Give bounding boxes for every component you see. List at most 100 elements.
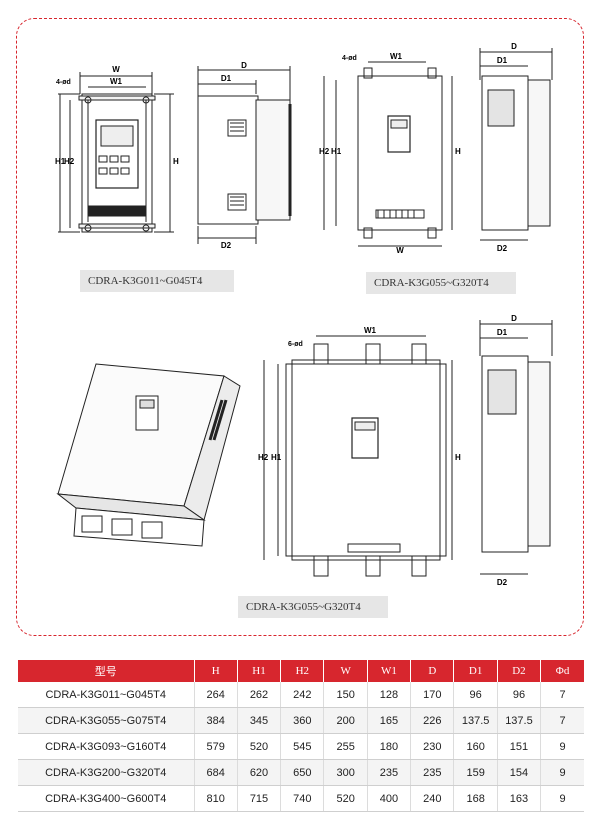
cell: 810: [194, 785, 238, 812]
cell: 345: [237, 707, 282, 734]
table-row: CDRA-K3G011~G045T4 264 262 242 150 128 1…: [18, 682, 584, 708]
cell: 230: [410, 733, 455, 760]
dim-d-label: D: [511, 42, 517, 51]
hole-label: 4-ød: [56, 79, 71, 86]
header-d: D: [410, 660, 455, 682]
hole-label: 6-ød: [288, 341, 303, 348]
cell: 159: [453, 759, 498, 786]
dim-w-label: W: [396, 246, 404, 255]
cell: 180: [367, 733, 412, 760]
cell: 128: [367, 682, 412, 708]
dim-h2-label: H2: [319, 147, 330, 156]
cell: 168: [453, 785, 498, 812]
dim-d1-label: D1: [497, 328, 508, 337]
dim-w1-label: W1: [390, 52, 403, 61]
cell: 520: [323, 785, 368, 812]
cell: 226: [410, 707, 455, 734]
large-side-view: D D1 D2: [479, 314, 553, 587]
dim-h-label: H: [455, 453, 461, 462]
dim-d-label: D: [511, 314, 517, 323]
dim-d2-label: D2: [221, 241, 232, 250]
cell: 9: [540, 733, 584, 760]
cell-model: CDRA-K3G055~G075T4: [18, 707, 195, 734]
dim-h1-label: H1: [331, 147, 342, 156]
cell: 235: [410, 759, 455, 786]
large-isometric-view: [56, 363, 241, 547]
cell: 151: [497, 733, 542, 760]
cell: 7: [540, 682, 584, 708]
cell: 137.5: [453, 707, 498, 734]
dim-d2-label: D2: [497, 244, 508, 253]
dim-w1-label: W1: [110, 77, 123, 86]
medium-front-view: W1 4-ød H2 H1 H W: [319, 52, 461, 255]
header-h1: H1: [237, 660, 282, 682]
cell: 262: [237, 682, 282, 708]
table-header-row: 型号 H H1 H2 W W1 D D1 D2 Φd: [18, 660, 584, 682]
cell: 150: [323, 682, 368, 708]
dim-h-label: H: [455, 147, 461, 156]
cell: 165: [367, 707, 412, 734]
cell: 240: [410, 785, 455, 812]
table-row: CDRA-K3G400~G600T4 810 715 740 520 400 2…: [18, 785, 584, 812]
cell: 9: [540, 785, 584, 812]
cell-model: CDRA-K3G400~G600T4: [18, 785, 195, 812]
header-d1: D1: [453, 660, 498, 682]
cell: 740: [280, 785, 325, 812]
dim-w1-label: W1: [364, 326, 377, 335]
cell: 235: [367, 759, 412, 786]
cell: 160: [453, 733, 498, 760]
cell: 170: [410, 682, 455, 708]
drawings-frame: [16, 18, 584, 636]
cell: 684: [194, 759, 238, 786]
medium-caption: CDRA-K3G055~G320T4: [366, 272, 516, 294]
dim-h1-label: H1: [55, 157, 66, 166]
dimension-table: 型号 H H1 H2 W W1 D D1 D2 Φd CDRA-K3G011~G…: [18, 660, 584, 812]
header-w: W: [323, 660, 368, 682]
table-row: CDRA-K3G055~G075T4 384 345 360 200 165 2…: [18, 707, 584, 734]
cell: 360: [280, 707, 325, 734]
dim-d2-label: D2: [497, 578, 508, 587]
cell: 9: [540, 759, 584, 786]
cell-model: CDRA-K3G093~G160T4: [18, 733, 195, 760]
large-caption: CDRA-K3G055~G320T4: [238, 596, 388, 618]
cell: 400: [367, 785, 412, 812]
table-row: CDRA-K3G093~G160T4 579 520 545 255 180 2…: [18, 733, 584, 760]
small-caption: CDRA-K3G011~G045T4: [80, 270, 234, 292]
cell: 154: [497, 759, 542, 786]
cell: 7: [540, 707, 584, 734]
dim-h2-label: H2: [258, 453, 269, 462]
header-h: H: [194, 660, 238, 682]
header-model: 型号: [18, 660, 195, 682]
cell: 255: [323, 733, 368, 760]
cell: 137.5: [497, 707, 542, 734]
large-front-view: W1 6-ød H2 H1 H: [258, 326, 461, 577]
cell: 96: [453, 682, 498, 708]
cell: 242: [280, 682, 325, 708]
cell: 96: [497, 682, 542, 708]
hole-label: 4-ød: [342, 55, 357, 62]
cell: 715: [237, 785, 282, 812]
header-d2: D2: [497, 660, 542, 682]
cell: 579: [194, 733, 238, 760]
cell: 545: [280, 733, 325, 760]
cell: 300: [323, 759, 368, 786]
dim-h-label: H: [173, 157, 179, 166]
cell-model: CDRA-K3G011~G045T4: [18, 682, 195, 708]
cell: 163: [497, 785, 542, 812]
dim-d-label: D: [241, 61, 247, 70]
cell: 650: [280, 759, 325, 786]
medium-side-view: D D1 D2: [479, 42, 553, 253]
cell: 200: [323, 707, 368, 734]
dim-h2-label: H2: [64, 157, 75, 166]
dim-d1-label: D1: [497, 56, 508, 65]
dim-w-label: W: [112, 65, 120, 74]
small-front-view: W W1 4-ød H1 H2 H: [55, 65, 179, 233]
dim-d1-label: D1: [221, 74, 232, 83]
cell: 520: [237, 733, 282, 760]
table-row: CDRA-K3G200~G320T4 684 620 650 300 235 2…: [18, 759, 584, 786]
cell-model: CDRA-K3G200~G320T4: [18, 759, 195, 786]
header-hole-diameter: Φd: [540, 660, 584, 682]
small-side-view: D D1 D2: [197, 61, 292, 250]
cell: 384: [194, 707, 238, 734]
header-w1: W1: [367, 660, 412, 682]
